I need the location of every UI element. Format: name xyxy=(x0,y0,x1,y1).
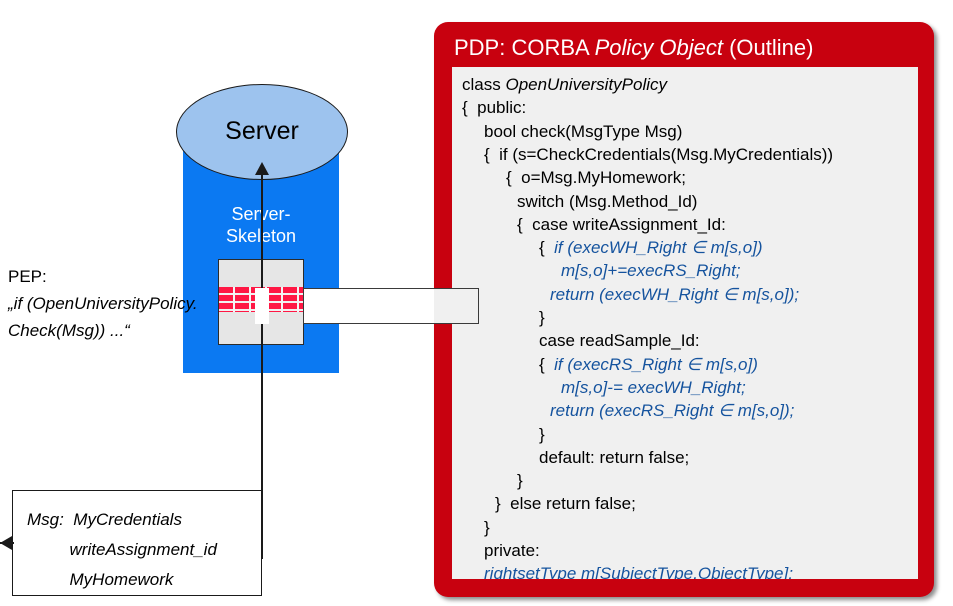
code-line: { case writeAssignment_Id: xyxy=(517,214,726,234)
message-field-2: MyHomework xyxy=(69,570,174,589)
code-line: bool check(MsgType Msg) xyxy=(484,121,683,141)
message-box-label: Msg: xyxy=(27,510,64,529)
code-line: m[s,o]-= execWH_Right; xyxy=(561,377,746,397)
pdp-title-part2: (Outline) xyxy=(722,35,814,60)
code-line: } else return false; xyxy=(495,494,636,514)
code-line: switch (Msg.Method_Id) xyxy=(517,191,698,211)
firewall-to-pdp-connector-tail xyxy=(434,288,479,324)
code-line: { if (s=CheckCredentials(Msg.MyCredentia… xyxy=(484,144,834,164)
code-line: { public: xyxy=(462,98,527,118)
pdp-title-italic: Policy Object xyxy=(594,35,723,60)
code-line: { if (execWH_Right ∈ m[s,o]) xyxy=(539,238,763,258)
pdp-code-listing: class OpenUniversityPolicy { public: bool … xyxy=(452,67,918,579)
message-flow-line-gap xyxy=(255,288,269,324)
code-line: case readSample_Id: xyxy=(539,331,700,351)
code-line: class OpenUniversityPolicy xyxy=(462,75,667,95)
code-brace: { xyxy=(539,238,555,258)
code-line: m[s,o]+=execRS_Right; xyxy=(561,261,741,281)
code-policy-expression: if (execWH_Right ∈ m[s,o]) xyxy=(554,238,763,258)
code-line: { if (execRS_Right ∈ m[s,o]) xyxy=(539,355,758,375)
message-field-0: MyCredentials xyxy=(73,510,182,529)
code-line: return (execWH_Right ∈ m[s,o]); xyxy=(550,284,800,304)
message-flow-arrowhead-icon xyxy=(255,162,269,175)
pep-annotation: PEP: „if (OpenUniversityPolicy. Check(Ms… xyxy=(8,263,198,344)
code-line: } xyxy=(539,424,545,444)
pdp-title-part1: PDP: CORBA xyxy=(454,35,595,60)
code-line: private: xyxy=(484,541,540,560)
pep-quote-line2: Check(Msg)) ...“ xyxy=(8,321,130,340)
pep-quote-line1: „if (OpenUniversityPolicy. xyxy=(8,294,198,313)
message-box-content: Msg: MyCredentials writeAssignment_id My… xyxy=(27,505,217,595)
code-line: { o=Msg.MyHomework; xyxy=(506,168,686,188)
pep-label: PEP: xyxy=(8,267,47,286)
code-line: rightsetType m[SubjectType,ObjectType]; xyxy=(484,564,793,579)
pdp-panel-title: PDP: CORBA Policy Object (Outline) xyxy=(454,35,922,61)
pdp-panel: PDP: CORBA Policy Object (Outline) class… xyxy=(434,22,934,597)
code-policy-expression: if (execRS_Right ∈ m[s,o]) xyxy=(554,354,758,374)
code-line: } xyxy=(484,517,490,537)
message-field-1: writeAssignment_id xyxy=(69,540,217,559)
message-flow-line xyxy=(261,169,263,559)
code-keyword: class xyxy=(462,75,506,94)
code-line: return (execRS_Right ∈ m[s,o]); xyxy=(550,401,795,421)
code-line: } xyxy=(517,471,523,491)
code-line: default: return false; xyxy=(539,447,690,467)
message-box: Msg: MyCredentials writeAssignment_id My… xyxy=(12,490,262,596)
code-brace: { xyxy=(539,354,555,374)
server-skeleton-label-line1: Server- xyxy=(231,204,290,224)
message-box-inbound-arrowhead-icon xyxy=(0,536,12,550)
code-line: } xyxy=(539,308,545,327)
server-label: Server xyxy=(225,117,299,145)
code-class-name: OpenUniversityPolicy xyxy=(505,75,668,94)
